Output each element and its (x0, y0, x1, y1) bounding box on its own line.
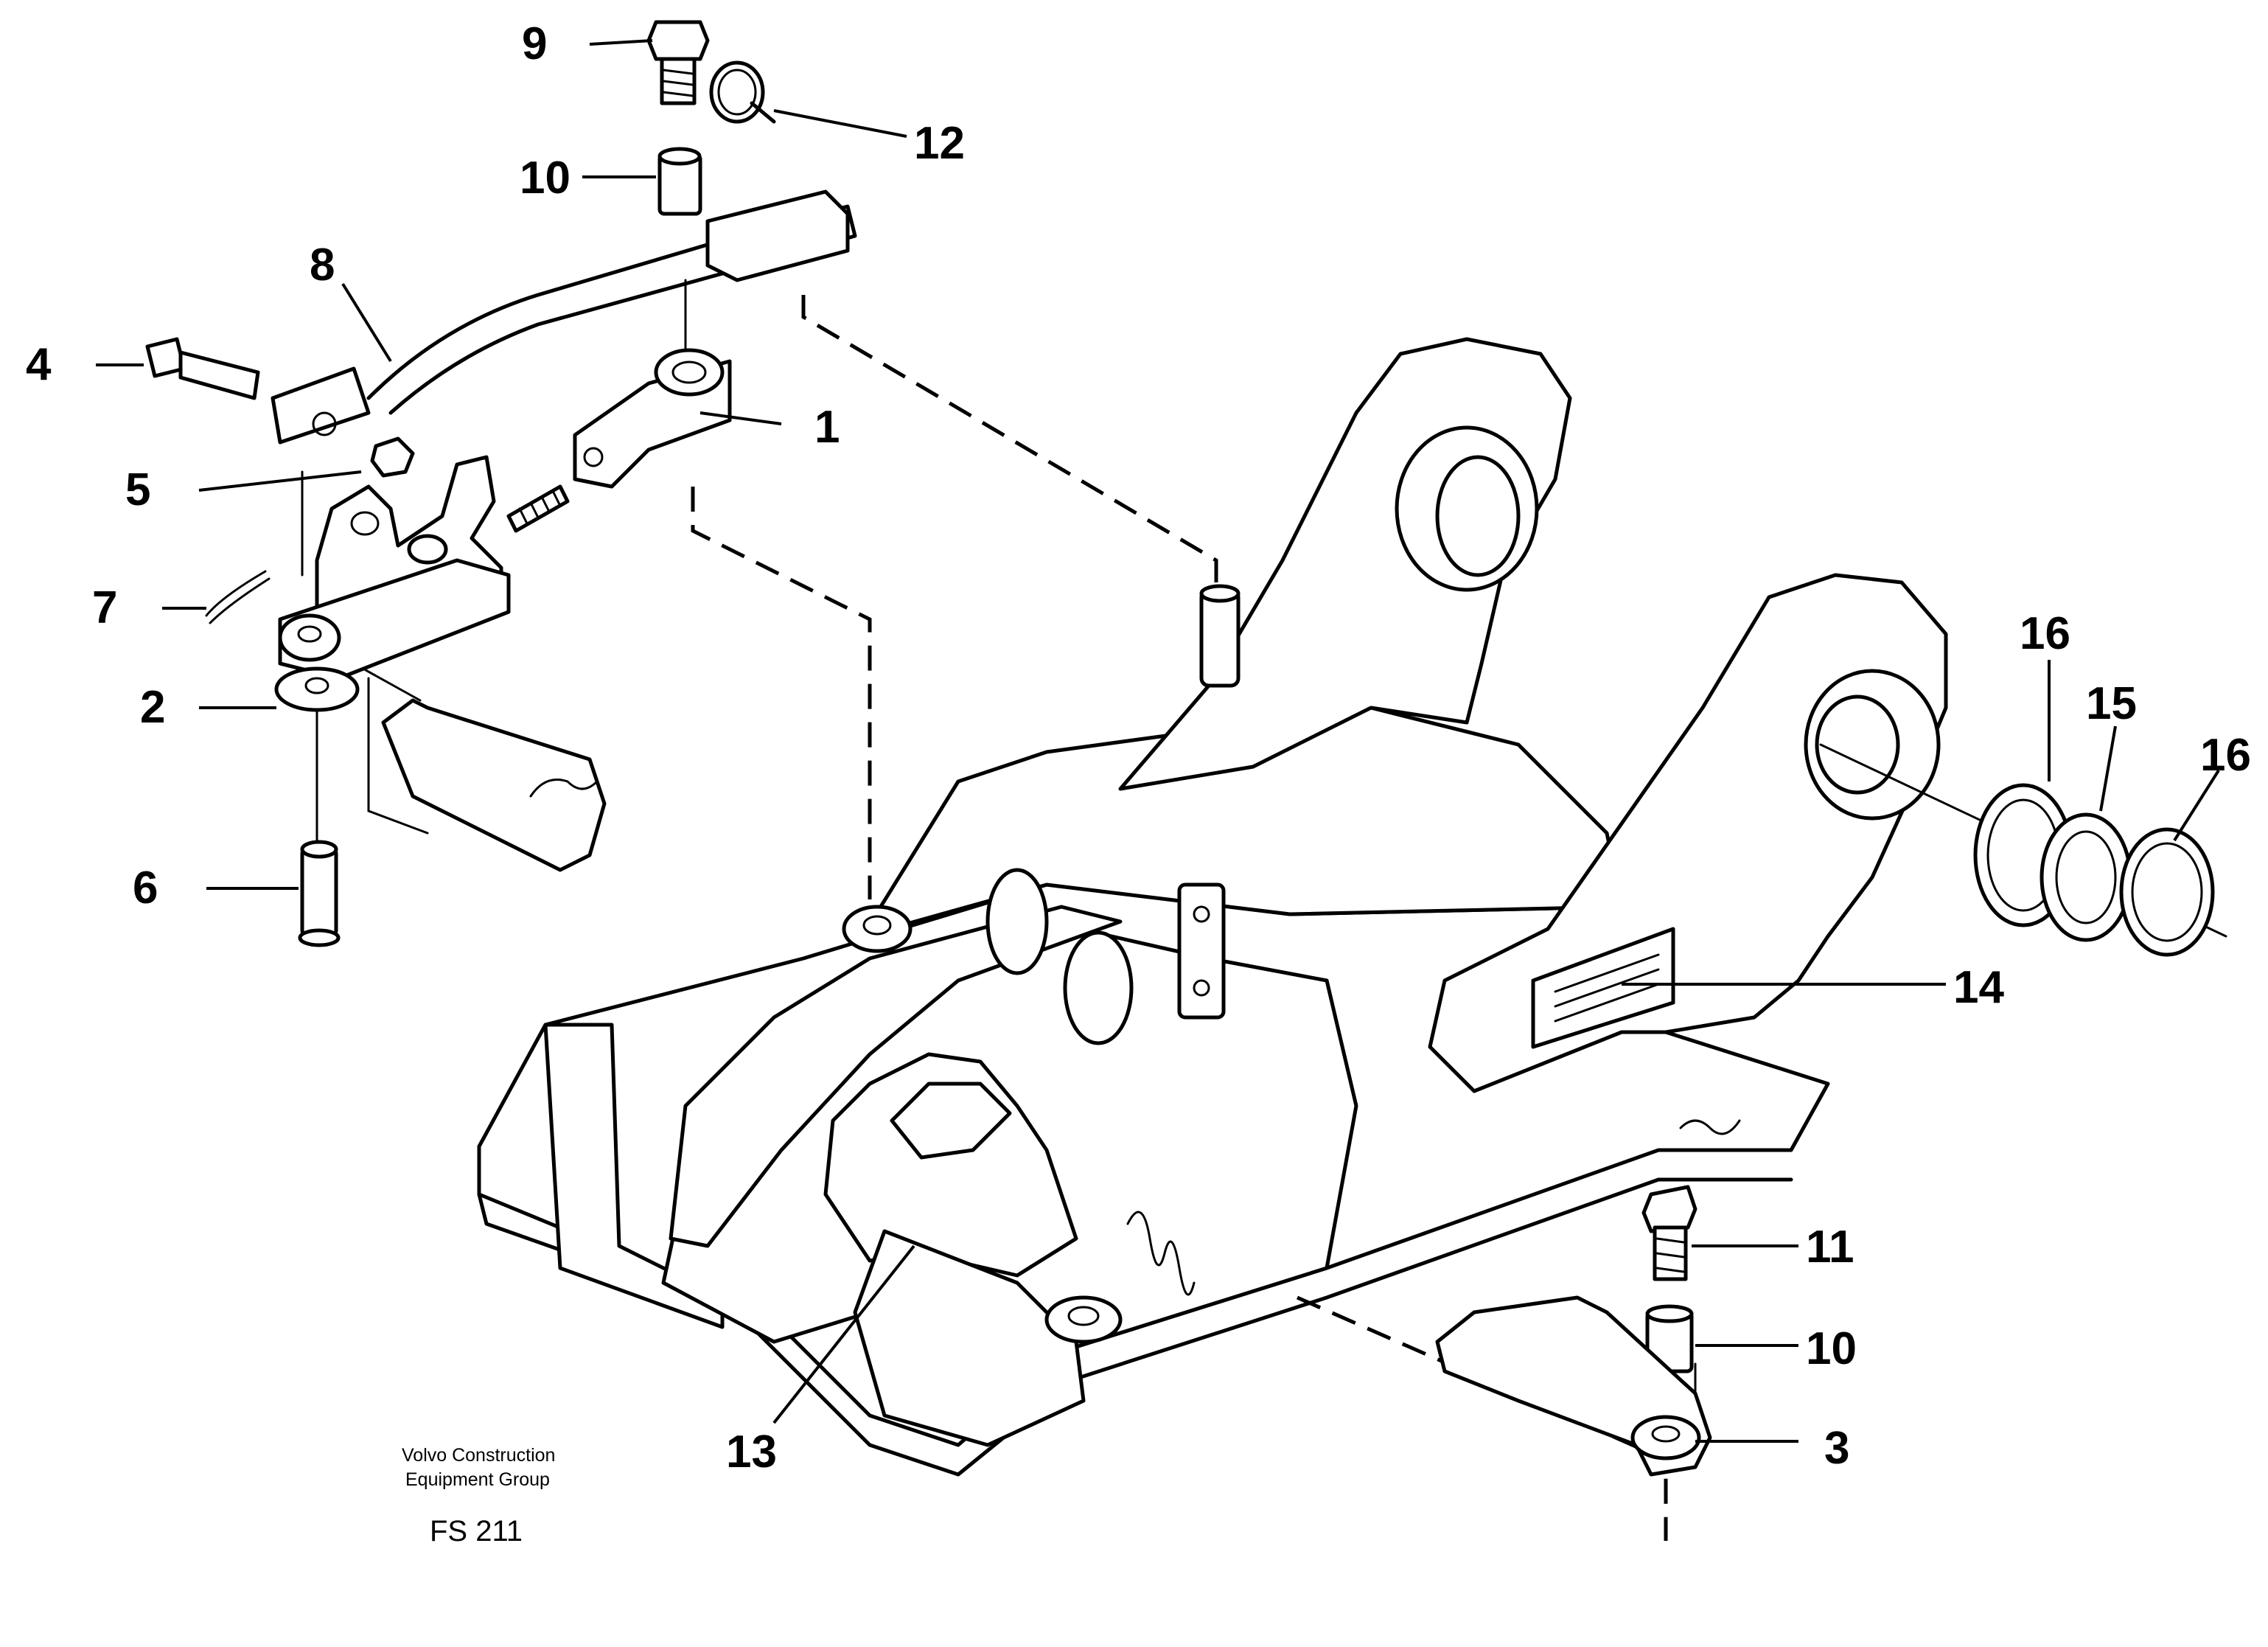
ring-pin-part-12 (709, 60, 776, 124)
wedge-part-3 (1435, 1295, 1712, 1477)
coupler-frame (477, 337, 1948, 1477)
callout-4: 4 (26, 339, 52, 390)
bolt-part-9 (646, 20, 710, 105)
callout-15: 15 (2086, 678, 2137, 729)
callout-7: 7 (92, 582, 117, 633)
pin-part-6 (298, 840, 341, 947)
callout-10-bottom: 10 (1806, 1323, 1857, 1374)
callout-10-top: 10 (520, 153, 571, 203)
callout-16-left: 16 (2020, 608, 2070, 659)
sleeve-part-10-top (657, 147, 702, 216)
publisher-line-1: Volvo Construction (402, 1445, 555, 1466)
control-rod-part-8 (366, 189, 857, 415)
callout-14: 14 (1953, 962, 2004, 1013)
clevis-part-1 (573, 348, 732, 489)
publisher-line-2: Equipment Group (405, 1469, 550, 1490)
callout-13: 13 (726, 1427, 777, 1477)
lever-part-2 (274, 558, 511, 712)
callout-2: 2 (140, 682, 165, 733)
callout-16-right: 16 (2200, 730, 2251, 781)
nut-part (370, 436, 415, 478)
callout-12: 12 (914, 118, 965, 169)
callout-3: 3 (1824, 1423, 1849, 1474)
callout-6: 6 (133, 863, 158, 913)
cotter-pin-part-7 (205, 570, 271, 624)
callout-8: 8 (310, 240, 335, 290)
callout-5: 5 (125, 464, 150, 515)
callout-1: 1 (814, 402, 840, 453)
wedge-piece-left (367, 677, 607, 872)
bolt-part-4 (145, 337, 260, 400)
leader-lines (96, 39, 2220, 1443)
callout-9: 9 (522, 18, 547, 69)
rod-clamp (271, 366, 371, 445)
callout-11: 11 (1806, 1222, 1854, 1272)
bushing-assembly-15-16 (1973, 783, 2215, 957)
figure-id: FS 211 (430, 1515, 523, 1547)
threaded-stud (506, 484, 570, 533)
bolt-part-11 (1641, 1185, 1697, 1281)
